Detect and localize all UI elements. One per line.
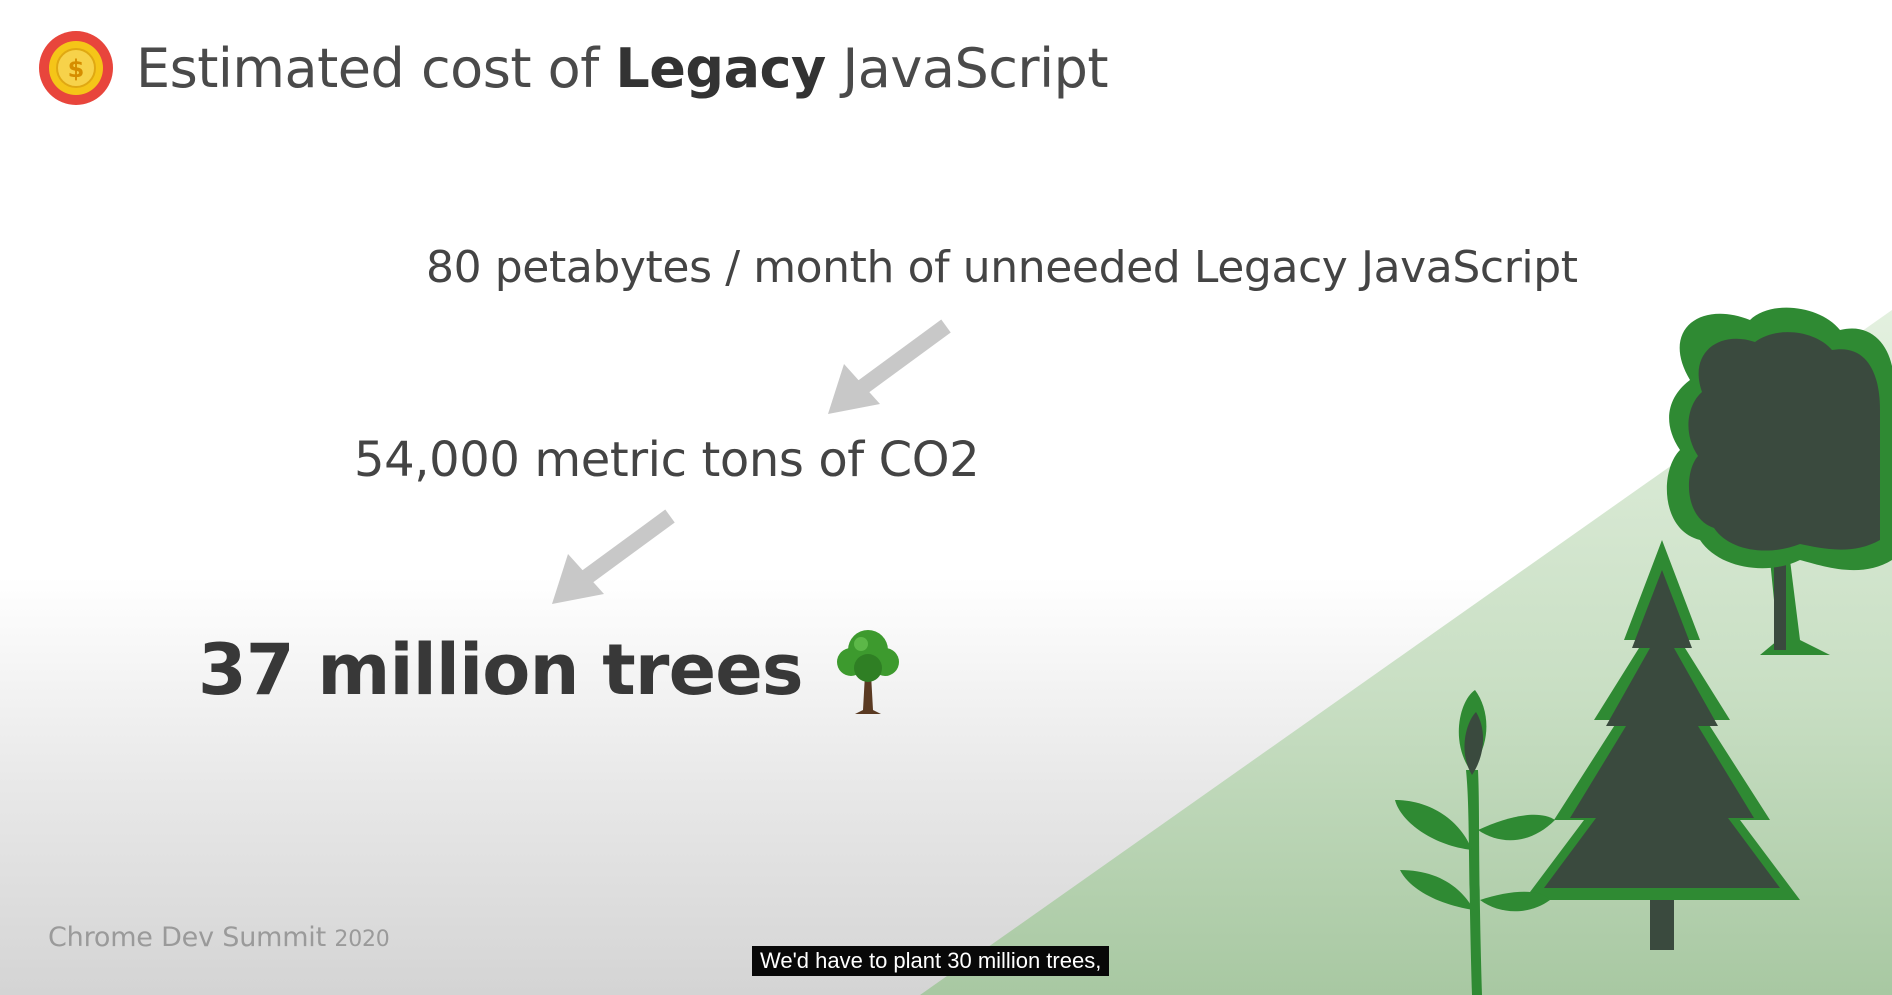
stat-trees-text: 37 million trees [198, 629, 804, 711]
title-prefix: Estimated cost of [136, 36, 616, 100]
video-caption: We'd have to plant 30 million trees, [752, 946, 1110, 976]
coin-icon: $ [39, 31, 113, 105]
footer-year: 2020 [334, 927, 390, 952]
title-suffix: JavaScript [825, 36, 1109, 100]
arrow-down-left-icon [828, 319, 951, 414]
deciduous-tree [1666, 307, 1892, 655]
slide-header: $ Estimated cost of Legacy JavaScript [38, 28, 1109, 108]
stat-trees: 37 million trees [198, 624, 903, 716]
stat-co2: 54,000 metric tons of CO2 [354, 432, 980, 488]
pine-tree [1524, 540, 1800, 950]
footer-brand-name: Chrome Dev Summit [48, 922, 326, 953]
tree-emoji-icon [836, 630, 899, 714]
footer-brand: Chrome Dev Summit 2020 [48, 922, 390, 953]
title-emphasis: Legacy [615, 36, 826, 100]
stat-data-volume: 80 petabytes / month of unneeded Legacy … [426, 242, 1578, 293]
sapling [1395, 690, 1555, 995]
slide-title: Estimated cost of Legacy JavaScript [136, 36, 1109, 100]
svg-text:$: $ [68, 55, 85, 83]
arrow-down-left-icon [552, 509, 675, 604]
